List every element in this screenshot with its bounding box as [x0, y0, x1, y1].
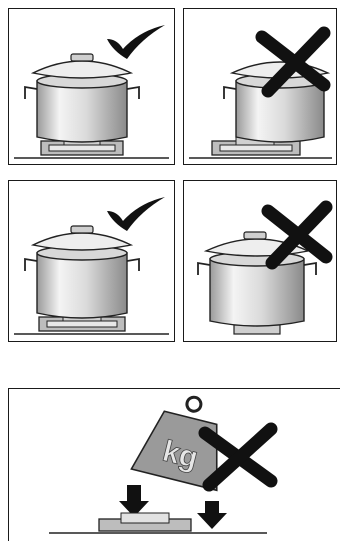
cross-icon	[268, 207, 326, 263]
cooking-pot	[25, 226, 139, 318]
panel-weight-wrong: kg	[8, 388, 340, 541]
checkmark-icon	[107, 25, 165, 59]
panel-pot-correct-2	[8, 180, 175, 342]
down-arrow-right-icon	[197, 501, 227, 529]
checkmark-icon	[107, 197, 165, 231]
cooking-pot	[25, 54, 139, 142]
cooking-pot	[198, 232, 316, 326]
panel-pot-wrong-1	[183, 8, 337, 165]
panel-pot-correct-1	[8, 8, 175, 165]
panel-pot-wrong-2	[183, 180, 337, 342]
stove-grate	[99, 513, 191, 531]
down-arrow-left-icon	[119, 485, 149, 517]
